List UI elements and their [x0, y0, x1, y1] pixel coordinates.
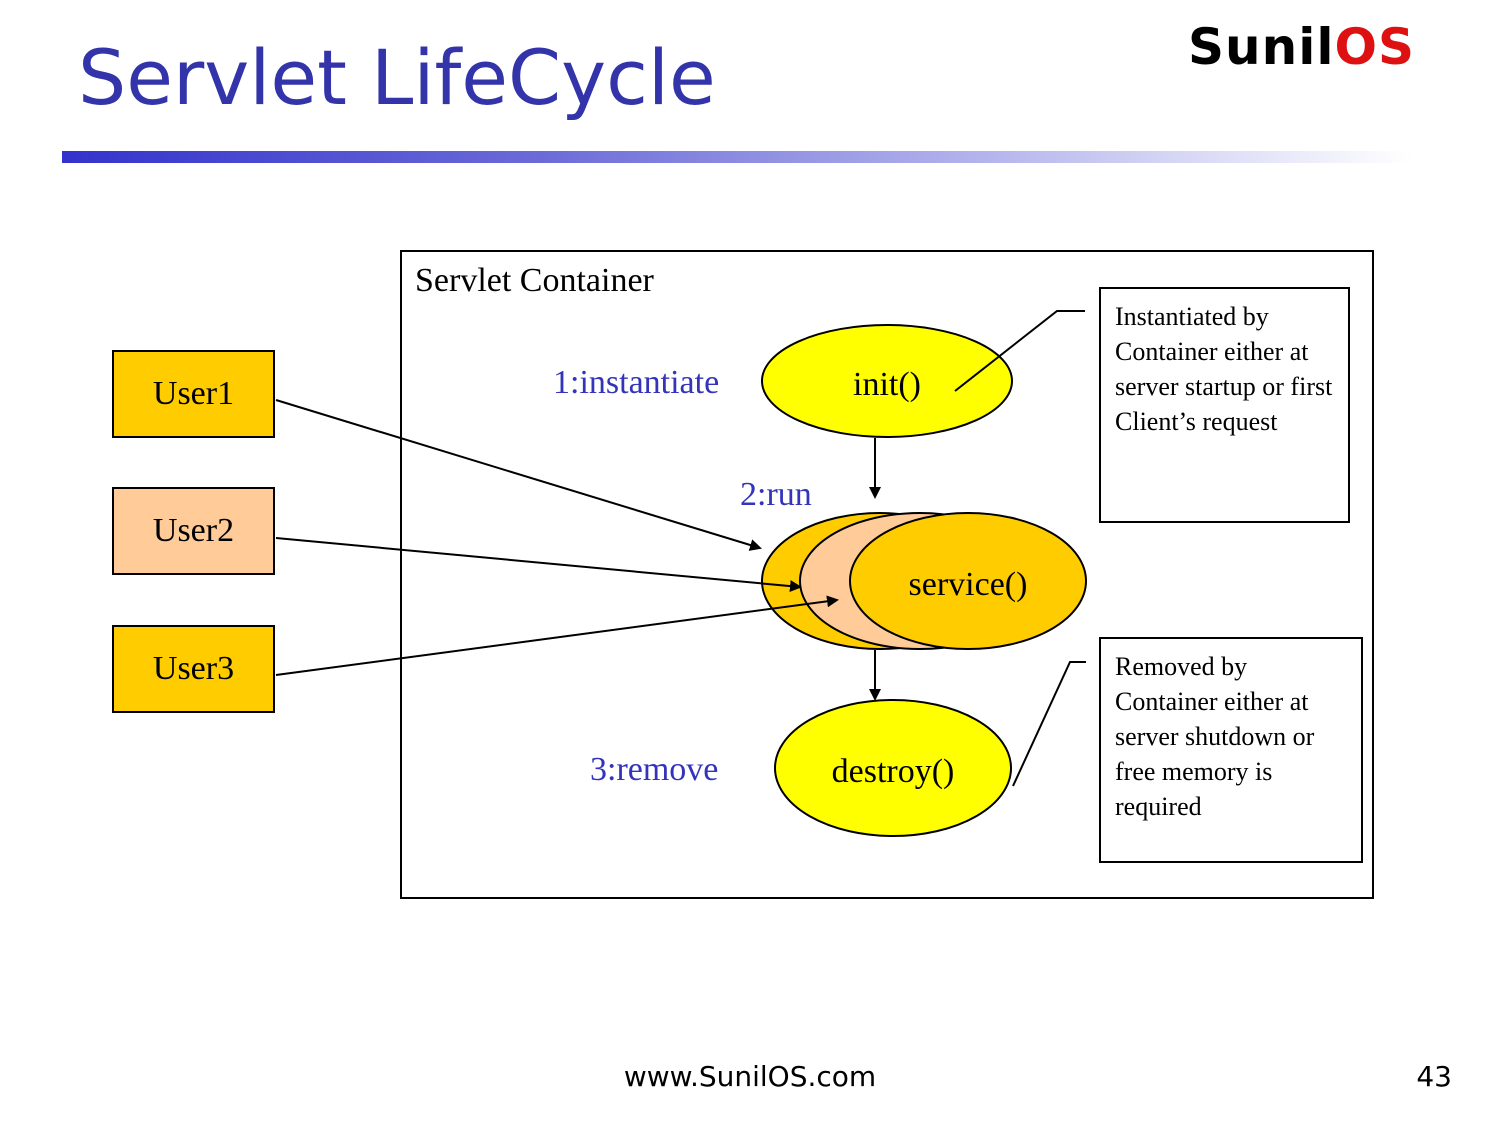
init-label: init()	[853, 366, 921, 403]
service-label: service()	[909, 566, 1028, 603]
user3-box: User3	[112, 625, 275, 713]
title-underline-bar	[62, 151, 1412, 163]
footer-url: www.SunilOS.com	[623, 1060, 877, 1093]
user1-request-arrow	[275, 399, 762, 551]
user2-request-arrow	[275, 537, 802, 593]
removed-note: Removed by Container either at server sh…	[1099, 637, 1363, 863]
service-ellipse-front	[849, 512, 1087, 650]
user1-box: User1	[112, 350, 275, 438]
logo-text-part1: Sunil	[1188, 18, 1335, 76]
removed-callout-line	[1012, 661, 1086, 787]
init-ellipse	[761, 324, 1013, 438]
instantiated-callout-line	[954, 310, 1085, 392]
user2-box: User2	[112, 487, 275, 575]
step-run-label: 2:run	[740, 476, 812, 513]
logo-text-part2: OS	[1334, 18, 1415, 76]
destroy-ellipse	[774, 699, 1012, 837]
servlet-container-box	[400, 250, 1374, 899]
servlet-container-label: Servlet Container	[415, 262, 654, 299]
slide-title: Servlet LifeCycle	[78, 33, 716, 122]
destroy-label: destroy()	[832, 753, 955, 790]
user3-request-arrow	[275, 595, 839, 676]
sunilos-logo: SunilOS	[1188, 22, 1415, 72]
step-instantiate-label: 1:instantiate	[553, 364, 720, 401]
page-number: 43	[1416, 1060, 1452, 1093]
step-remove-label: 3:remove	[590, 751, 719, 788]
instantiated-note: Instantiated by Container either at serv…	[1099, 287, 1350, 523]
